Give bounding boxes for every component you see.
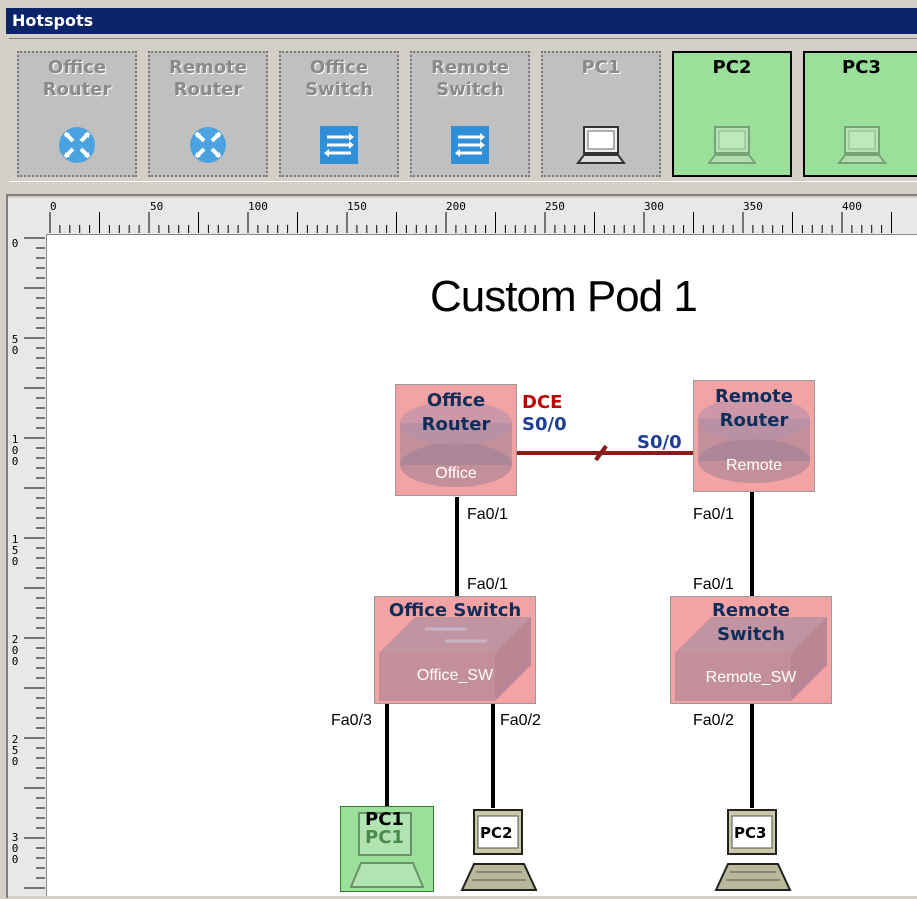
pc2-node[interactable]: PC2 [456,804,546,894]
hotspot-pc2[interactable]: PC2 [672,51,792,177]
device-name: Remote Router [714,386,793,431]
device-name: Remote Switch [711,600,790,645]
ruler-label: 150 [347,200,367,213]
hotspot-label: PC1 [581,57,621,78]
ruler-label: 200 [446,200,466,213]
hotspot-label: PC2 [712,57,752,78]
ruler-label: 0 [50,200,57,213]
hotspots-titlebar: Hotspots [6,8,917,34]
hotspot-office-switch[interactable]: Office Switch [279,51,399,177]
panel-separator [0,186,917,190]
pc3-node[interactable]: PC3 [710,804,800,894]
remote-serial-label: S0/0 [637,432,682,453]
pc-icon [576,126,626,164]
pc1-node[interactable]: PC1 PC1 [340,806,434,892]
pc-icon [714,809,792,891]
router-icon [190,127,226,163]
hotspot-label: Office Router [42,57,112,100]
hotspot-pc1[interactable]: PC1 [541,51,661,177]
router-icon [400,401,512,487]
ruler-label: 350 [743,200,763,213]
hotspots-well: Office Router Remote Router Office Switc… [9,38,917,182]
pc-icon [349,812,425,888]
device-hostname: Office [435,465,477,482]
ruler-label: 300 [644,200,664,213]
port-label: Fa0/1 [693,506,734,523]
hotspot-label: PC3 [842,57,881,78]
device-hostname: Remote_SW [705,669,797,686]
pc-label: PC3 [734,824,767,842]
pc-icon [836,126,887,164]
diagram-canvas[interactable] [47,235,917,896]
ruler-label: 100 [248,200,268,213]
ruler-label: 0 [11,237,19,250]
device-name: Office Router [421,390,491,435]
vertical-ruler-ticks [24,237,45,889]
office-router[interactable]: Office Router Office [395,384,517,496]
ruler-corner [8,198,46,234]
device-name: Office Switch [388,600,522,621]
router-icon [59,127,95,163]
port-label: Fa0/1 [467,576,508,593]
hotspot-pc3[interactable]: PC3 [803,51,917,177]
ruler-label: 50 [150,200,164,213]
switch-icon [675,617,827,701]
switch-icon [379,617,531,701]
horizontal-ruler-ticks [49,212,892,233]
switch-icon [320,126,358,164]
port-label: Fa0/1 [693,576,734,593]
office-switch[interactable]: Office Switch Office_SW [374,596,536,704]
office-serial-label: S0/0 [522,414,567,435]
port-label: Fa0/3 [331,712,372,729]
device-hostname: Remote [725,457,783,474]
hotspot-remote-router[interactable]: Remote Router [148,51,268,177]
hotspot-label: Remote Switch [430,57,509,100]
hotspot-label: Office Switch [305,57,373,100]
pc-label: PC1 [365,809,404,830]
diagram-title: Custom Pod 1 [430,272,698,321]
port-label: Fa0/2 [693,712,734,729]
dce-label: DCE [522,392,563,413]
ruler-label: 400 [842,200,862,213]
remote-router[interactable]: Remote Router Remote [693,380,815,492]
horizontal-ruler: 0 50 100 150 200 250 300 350 400 [46,198,917,235]
device-hostname: Office_SW [416,667,494,684]
pc-sublabel: PC1 [365,827,404,848]
hotspots-panel: Office Router Remote Router Office Switc… [6,34,917,187]
pc-icon [707,126,757,164]
switch-icon [451,126,489,164]
window-title: Hotspots [12,11,94,30]
ruler-label: 250 [545,200,565,213]
port-label: Fa0/1 [467,506,508,523]
remote-switch[interactable]: Remote Switch Remote_SW [670,596,832,704]
port-label: Fa0/2 [500,712,541,729]
hotspot-label: Remote Router [168,57,247,100]
router-icon [698,397,810,483]
hotspot-remote-switch[interactable]: Remote Switch [410,51,530,177]
pc-label: PC2 [480,824,513,842]
hotspot-office-router[interactable]: Office Router [17,51,137,177]
pc-icon [460,809,538,891]
